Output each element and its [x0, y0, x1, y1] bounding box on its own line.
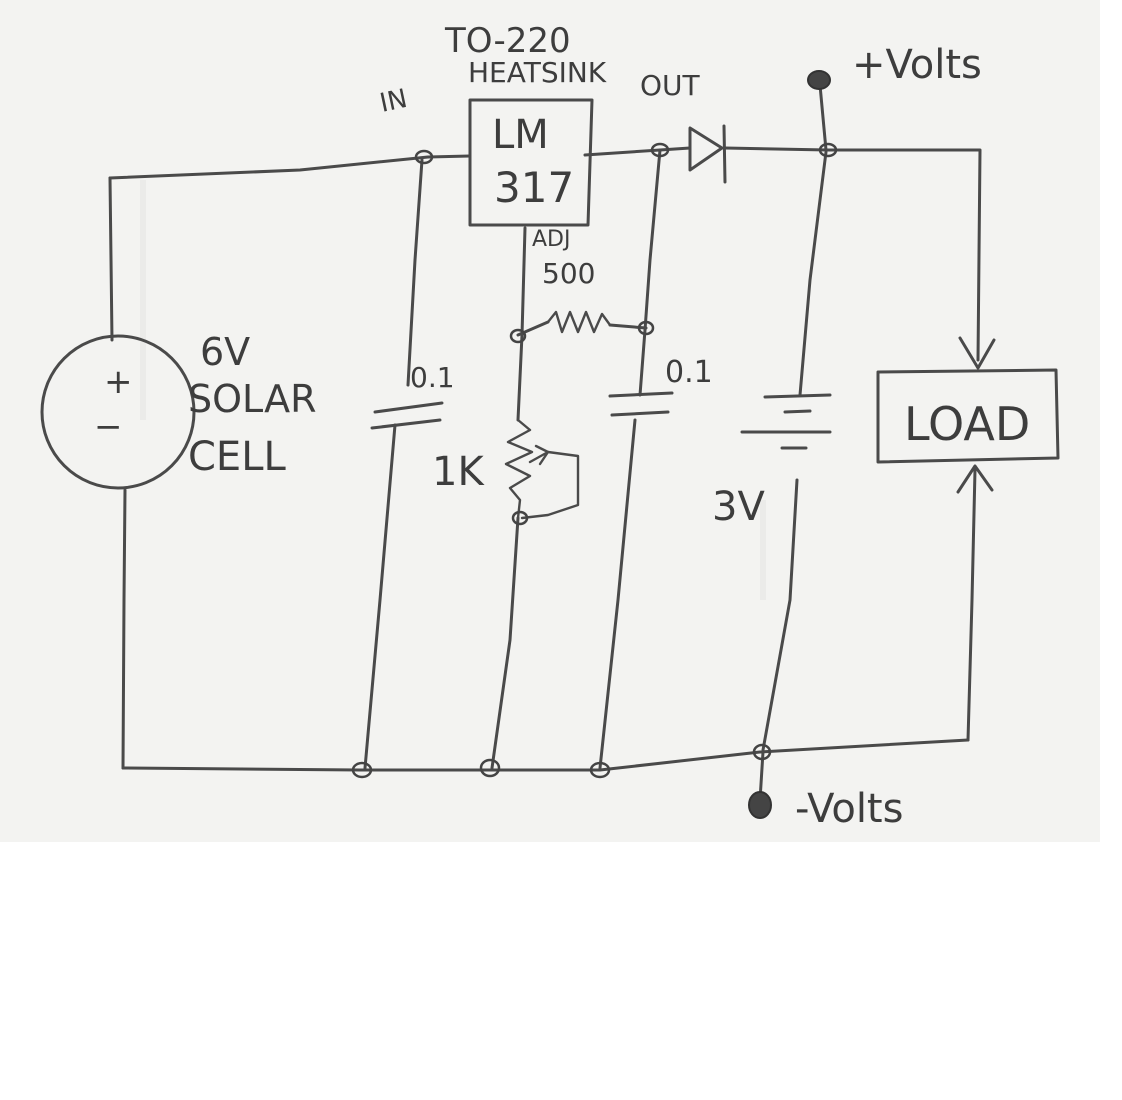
- label-in: IN: [377, 84, 410, 119]
- wire-solar-minus: [121, 488, 127, 770]
- node-ground-4: [752, 743, 772, 761]
- cout-plate-bottom: [610, 410, 670, 417]
- load-box: [876, 368, 1060, 464]
- cin-plate-bottom: [370, 418, 442, 430]
- pot-zigzag: [504, 418, 534, 520]
- input-capacitor: [370, 401, 444, 430]
- label-500: 500: [542, 257, 595, 290]
- output-capacitor: [608, 391, 674, 417]
- wire-adj: [516, 226, 527, 422]
- load-arrow-in: [958, 336, 996, 370]
- diode-symbol: [688, 124, 727, 184]
- node-ground-3: [589, 761, 611, 779]
- potentiometer-1k: [504, 418, 580, 520]
- node-adj: [509, 328, 527, 344]
- scan-bleed-through: [140, 180, 766, 600]
- scanned-paper: [0, 0, 1100, 842]
- wire-solar-plus: [108, 176, 114, 342]
- label-6v: 6V: [200, 330, 250, 374]
- resistor-500-zigzag: [546, 310, 612, 334]
- diode-bar: [722, 124, 727, 184]
- node-plus-rail: [818, 142, 838, 158]
- label-3v: 3V: [712, 484, 765, 530]
- solar-minus-sign: −: [94, 407, 123, 447]
- node-r-right: [637, 320, 655, 336]
- label-cin: 0.1: [410, 361, 455, 394]
- diode-triangle: [688, 126, 724, 172]
- wire-battery-top: [798, 150, 828, 397]
- lm317-label-317: 317: [494, 163, 574, 212]
- pot-wiper: [520, 450, 580, 520]
- lm317-regulator: LM 317: [468, 98, 594, 227]
- terminal-minus: [748, 791, 772, 819]
- wire-load-return: [966, 468, 977, 742]
- wire-cin-top: [406, 158, 424, 387]
- label-cout: 0.1: [665, 355, 713, 390]
- solar-cell-symbol: + −: [40, 334, 196, 490]
- battery-plate-1: [763, 393, 832, 399]
- wire-ground: [121, 738, 970, 772]
- cout-plate-top: [608, 391, 674, 398]
- wire-out: [583, 146, 692, 157]
- label-cell: CELL: [188, 434, 286, 480]
- label-1k: 1K: [432, 449, 485, 495]
- wire-battery-bottom: [761, 478, 799, 752]
- wires: [108, 83, 982, 802]
- load-arrow-out: [956, 464, 994, 494]
- lm317-label-lm: LM: [492, 112, 549, 158]
- wire-cin-bottom: [363, 423, 397, 770]
- wire-pot-bottom: [490, 516, 520, 770]
- node-ground-1: [351, 761, 373, 779]
- label-heatsink: HEATSINK: [468, 56, 607, 89]
- load-label: LOAD: [904, 397, 1030, 451]
- label-solar: SOLAR: [188, 377, 316, 421]
- node-in: [414, 149, 434, 165]
- terminal-plus: [807, 70, 831, 90]
- wire-cout-top: [638, 148, 662, 397]
- labels: TO-220 HEATSINK IN OUT +Volts -Volts ADJ…: [188, 21, 982, 832]
- wire-positive-rail: [723, 146, 982, 362]
- junction-nodes: [351, 70, 838, 819]
- label-adj: ADJ: [532, 227, 570, 252]
- pot-arrow: [534, 444, 550, 466]
- load-block: LOAD: [876, 336, 1060, 494]
- solar-plus-sign: +: [104, 362, 133, 402]
- solar-cell-circle: [40, 334, 196, 490]
- wire-cout-bottom: [598, 418, 637, 770]
- label-plus-volts: +Volts: [852, 42, 982, 88]
- label-minus-volts: -Volts: [795, 786, 903, 832]
- node-pot: [511, 510, 529, 526]
- lm317-box: [468, 98, 594, 227]
- label-out: OUT: [640, 69, 701, 102]
- wire-input-top: [108, 154, 472, 180]
- battery-plate-2: [783, 409, 812, 414]
- node-out: [650, 142, 670, 158]
- label-package: TO-220: [444, 21, 571, 61]
- cin-plate-top: [373, 401, 444, 414]
- wire-plus-terminal: [818, 83, 828, 152]
- node-ground-2: [479, 758, 501, 778]
- battery-symbol: [740, 393, 832, 450]
